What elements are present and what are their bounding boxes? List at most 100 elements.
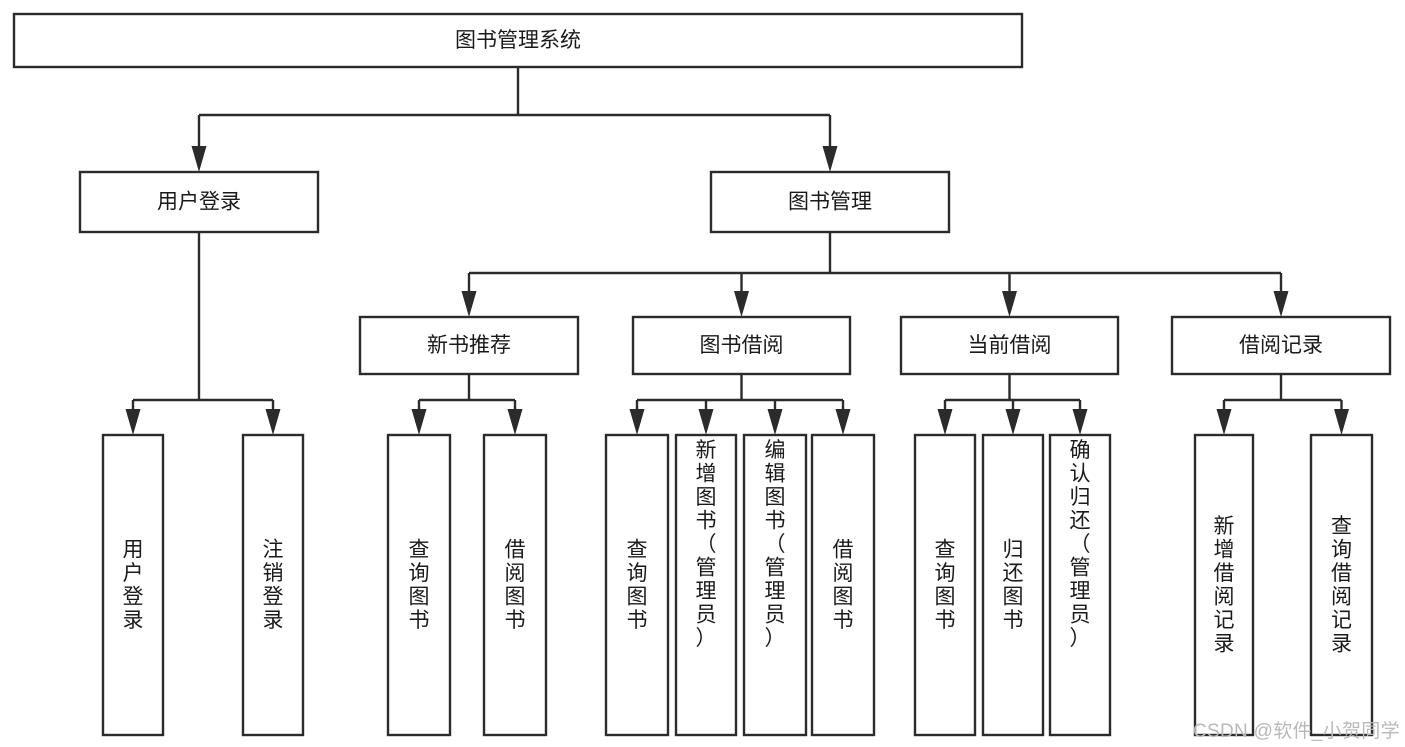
glyph: 理 [765, 580, 786, 603]
glyph: 新 [696, 439, 717, 462]
node-leaf-add-book[interactable]: 新增图书（管理员） [674, 433, 738, 737]
node-box-leaf-query-book-cb[interactable] [913, 433, 977, 737]
glyph: ） [696, 627, 717, 650]
node-box-user-login[interactable] [78, 170, 320, 234]
glyph: 借 [833, 538, 854, 561]
node-box-current-borrow[interactable] [899, 315, 1120, 376]
glyph: 记 [1214, 609, 1235, 632]
glyph: 录 [123, 609, 144, 632]
node-leaf-confirm-return[interactable]: 确认归还（管理员） [1048, 433, 1112, 737]
node-label-leaf-user-login: 用户登录 [123, 538, 144, 632]
glyph: （ [1070, 533, 1091, 556]
node-leaf-query-book-bb[interactable]: 查询图书 [604, 433, 670, 737]
glyph: 还 [1070, 510, 1091, 533]
node-leaf-edit-book[interactable]: 编辑图书（管理员） [742, 433, 808, 737]
glyph: 图 [765, 486, 786, 509]
glyph: 编 [765, 439, 786, 462]
node-current-borrow[interactable]: 当前借阅 [899, 315, 1120, 376]
glyph: （ [765, 533, 786, 556]
node-box-book-manage[interactable] [709, 170, 951, 234]
node-box-book-borrow[interactable] [631, 315, 852, 376]
node-box-leaf-query-book-rec[interactable] [386, 433, 452, 737]
node-box-leaf-user-login[interactable] [101, 433, 165, 737]
glyph: ） [765, 627, 786, 650]
glyph: 借 [1214, 562, 1235, 585]
glyph: 认 [1070, 463, 1091, 486]
node-label-leaf-query-record: 查询借阅记录 [1331, 515, 1352, 656]
glyph: 图 [696, 486, 717, 509]
node-box-new-book-rec[interactable] [358, 315, 580, 376]
node-leaf-add-record[interactable]: 新增借阅记录 [1193, 433, 1255, 737]
glyph: 员 [765, 604, 786, 627]
node-box-leaf-add-book[interactable] [674, 433, 738, 737]
node-box-root[interactable] [12, 12, 1024, 69]
edge-arrowhead [411, 409, 427, 435]
node-label-leaf-add-book: 新增图书（管理员） [696, 439, 717, 650]
glyph: 增 [1214, 538, 1235, 561]
edge-arrowhead [937, 409, 953, 435]
node-book-borrow[interactable]: 图书借阅 [631, 315, 852, 376]
node-box-leaf-add-record[interactable] [1193, 433, 1255, 737]
glyph: 员 [696, 604, 717, 627]
glyph: 阅 [833, 562, 854, 585]
node-box-borrow-record[interactable] [1170, 315, 1392, 376]
node-leaf-query-book-cb[interactable]: 查询图书 [913, 433, 977, 737]
node-borrow-record[interactable]: 借阅记录 [1170, 315, 1392, 376]
glyph: 录 [1214, 632, 1235, 655]
node-box-leaf-return-book[interactable] [981, 433, 1045, 737]
glyph: 归 [1070, 486, 1091, 509]
node-label-leaf-add-record: 新增借阅记录 [1214, 515, 1235, 656]
node-label-book-manage: 图书管理 [788, 191, 872, 214]
glyph: 阅 [505, 562, 526, 585]
glyph: 询 [1331, 538, 1352, 561]
edge-arrowhead [822, 146, 838, 172]
glyph: 查 [627, 538, 648, 561]
node-book-manage[interactable]: 图书管理 [709, 170, 951, 234]
glyph: 查 [409, 538, 430, 561]
node-leaf-return-book[interactable]: 归还图书 [981, 433, 1045, 737]
node-leaf-user-login[interactable]: 用户登录 [101, 433, 165, 737]
glyph: 还 [1003, 562, 1024, 585]
node-box-leaf-query-record[interactable] [1309, 433, 1374, 737]
node-user-login[interactable]: 用户登录 [78, 170, 320, 234]
glyph: 图 [935, 585, 956, 608]
node-box-leaf-borrow-book-bb[interactable] [810, 433, 876, 737]
node-box-leaf-borrow-book-rec[interactable] [482, 433, 548, 737]
node-label-leaf-query-book-cb: 查询图书 [935, 538, 956, 632]
node-root[interactable]: 图书管理系统 [12, 12, 1024, 69]
node-label-new-book-rec: 新书推荐 [427, 334, 511, 357]
edge-arrowhead [1216, 409, 1232, 435]
node-label-leaf-borrow-book-bb: 借阅图书 [833, 538, 854, 632]
glyph: 询 [627, 562, 648, 585]
glyph: 书 [833, 609, 854, 632]
node-new-book-rec[interactable]: 新书推荐 [358, 315, 580, 376]
node-label-root: 图书管理系统 [455, 29, 581, 52]
glyph: 管 [1070, 557, 1091, 580]
glyph: 理 [696, 580, 717, 603]
node-box-leaf-logout[interactable] [241, 433, 305, 737]
glyph: 员 [1070, 604, 1091, 627]
node-leaf-query-record[interactable]: 查询借阅记录 [1309, 433, 1374, 737]
node-leaf-logout[interactable]: 注销登录 [241, 433, 305, 737]
glyph: 确 [1070, 439, 1091, 462]
glyph: 管 [765, 557, 786, 580]
connectors-layer [125, 67, 1349, 435]
node-label-leaf-query-book-rec: 查询图书 [409, 538, 430, 632]
node-box-leaf-query-book-bb[interactable] [604, 433, 670, 737]
node-leaf-borrow-book-bb[interactable]: 借阅图书 [810, 433, 876, 737]
glyph: 询 [935, 562, 956, 585]
node-box-leaf-edit-book[interactable] [742, 433, 808, 737]
glyph: 阅 [1214, 585, 1235, 608]
glyph: 记 [1331, 609, 1352, 632]
glyph: 书 [765, 510, 786, 533]
edge-arrowhead [1072, 409, 1088, 435]
glyph: 图 [627, 585, 648, 608]
node-leaf-borrow-book-rec[interactable]: 借阅图书 [482, 433, 548, 737]
node-label-leaf-edit-book: 编辑图书（管理员） [765, 439, 786, 650]
node-leaf-query-book-rec[interactable]: 查询图书 [386, 433, 452, 737]
glyph: 书 [1003, 609, 1024, 632]
glyph: 询 [409, 562, 430, 585]
node-box-leaf-confirm-return[interactable] [1048, 433, 1112, 737]
glyph: 录 [263, 609, 284, 632]
